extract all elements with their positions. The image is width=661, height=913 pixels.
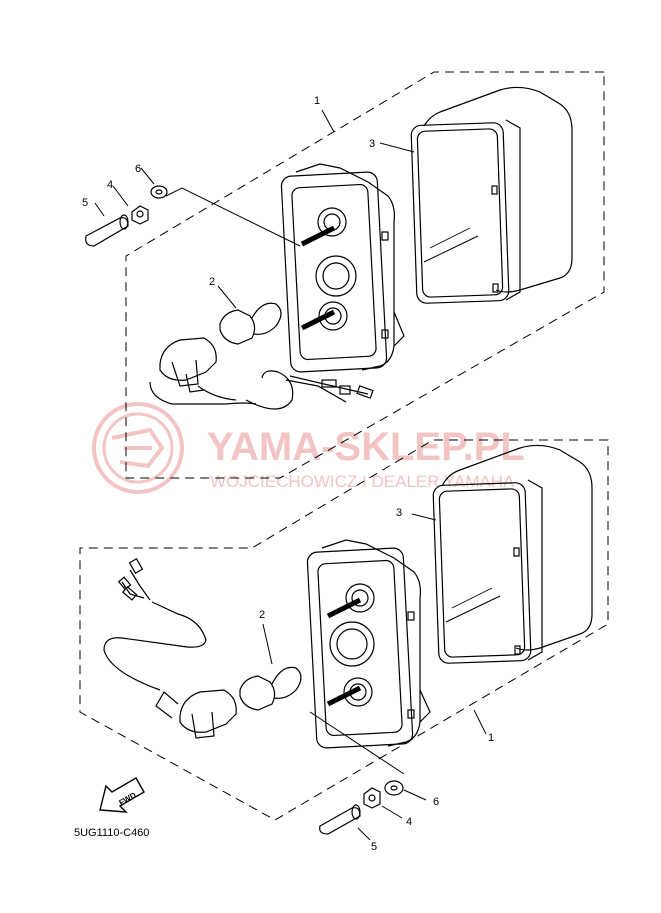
watermark-brand: YAMA-SKLEP.PL: [207, 425, 525, 469]
upper-callouts: 1 3 2 5 4 6: [82, 95, 375, 288]
upper-bulb-socket: [149, 302, 374, 410]
callout-lower-2: 2: [259, 609, 265, 621]
callout-lower-3: 3: [396, 507, 402, 519]
callout-lower-1: 1: [488, 732, 494, 744]
fwd-arrow-icon: [99, 777, 145, 813]
callout-upper-6: 6: [135, 163, 141, 175]
lower-fasteners: [319, 780, 404, 835]
watermark-logo: [92, 402, 184, 494]
callout-upper-2: 2: [209, 276, 215, 288]
callout-upper-5: 5: [82, 197, 88, 209]
lower-bulb-socket: [103, 557, 302, 739]
watermark: YAMA-SKLEP.PL WOJCIECHOWICZ I DEALER YAM…: [92, 402, 525, 494]
callout-upper-1: 1: [314, 95, 320, 107]
lower-lens-cover: [432, 444, 593, 664]
lower-lamp-housing: [306, 539, 431, 775]
callout-lower-5: 5: [371, 841, 377, 853]
fwd-label: FWD: [117, 790, 137, 807]
upper-dashed-boundary: [125, 71, 605, 479]
upper-lamp-housing: [280, 163, 405, 373]
lower-callouts: 3 2 1 6 4 5: [259, 507, 494, 853]
callout-lower-6: 6: [433, 796, 439, 808]
callout-upper-4: 4: [107, 179, 113, 191]
lower-callout-leaders: [262, 513, 487, 841]
upper-callout-leaders: [94, 109, 415, 309]
part-code: 5UG1110-C460: [74, 827, 149, 839]
upper-fasteners: [85, 185, 301, 247]
upper-assembly: [85, 71, 605, 479]
lower-assembly: [79, 439, 609, 841]
upper-lens-cover: [410, 86, 573, 304]
callout-upper-3: 3: [369, 138, 375, 150]
callout-lower-4: 4: [406, 816, 412, 828]
lower-dashed-boundary: [79, 439, 609, 821]
